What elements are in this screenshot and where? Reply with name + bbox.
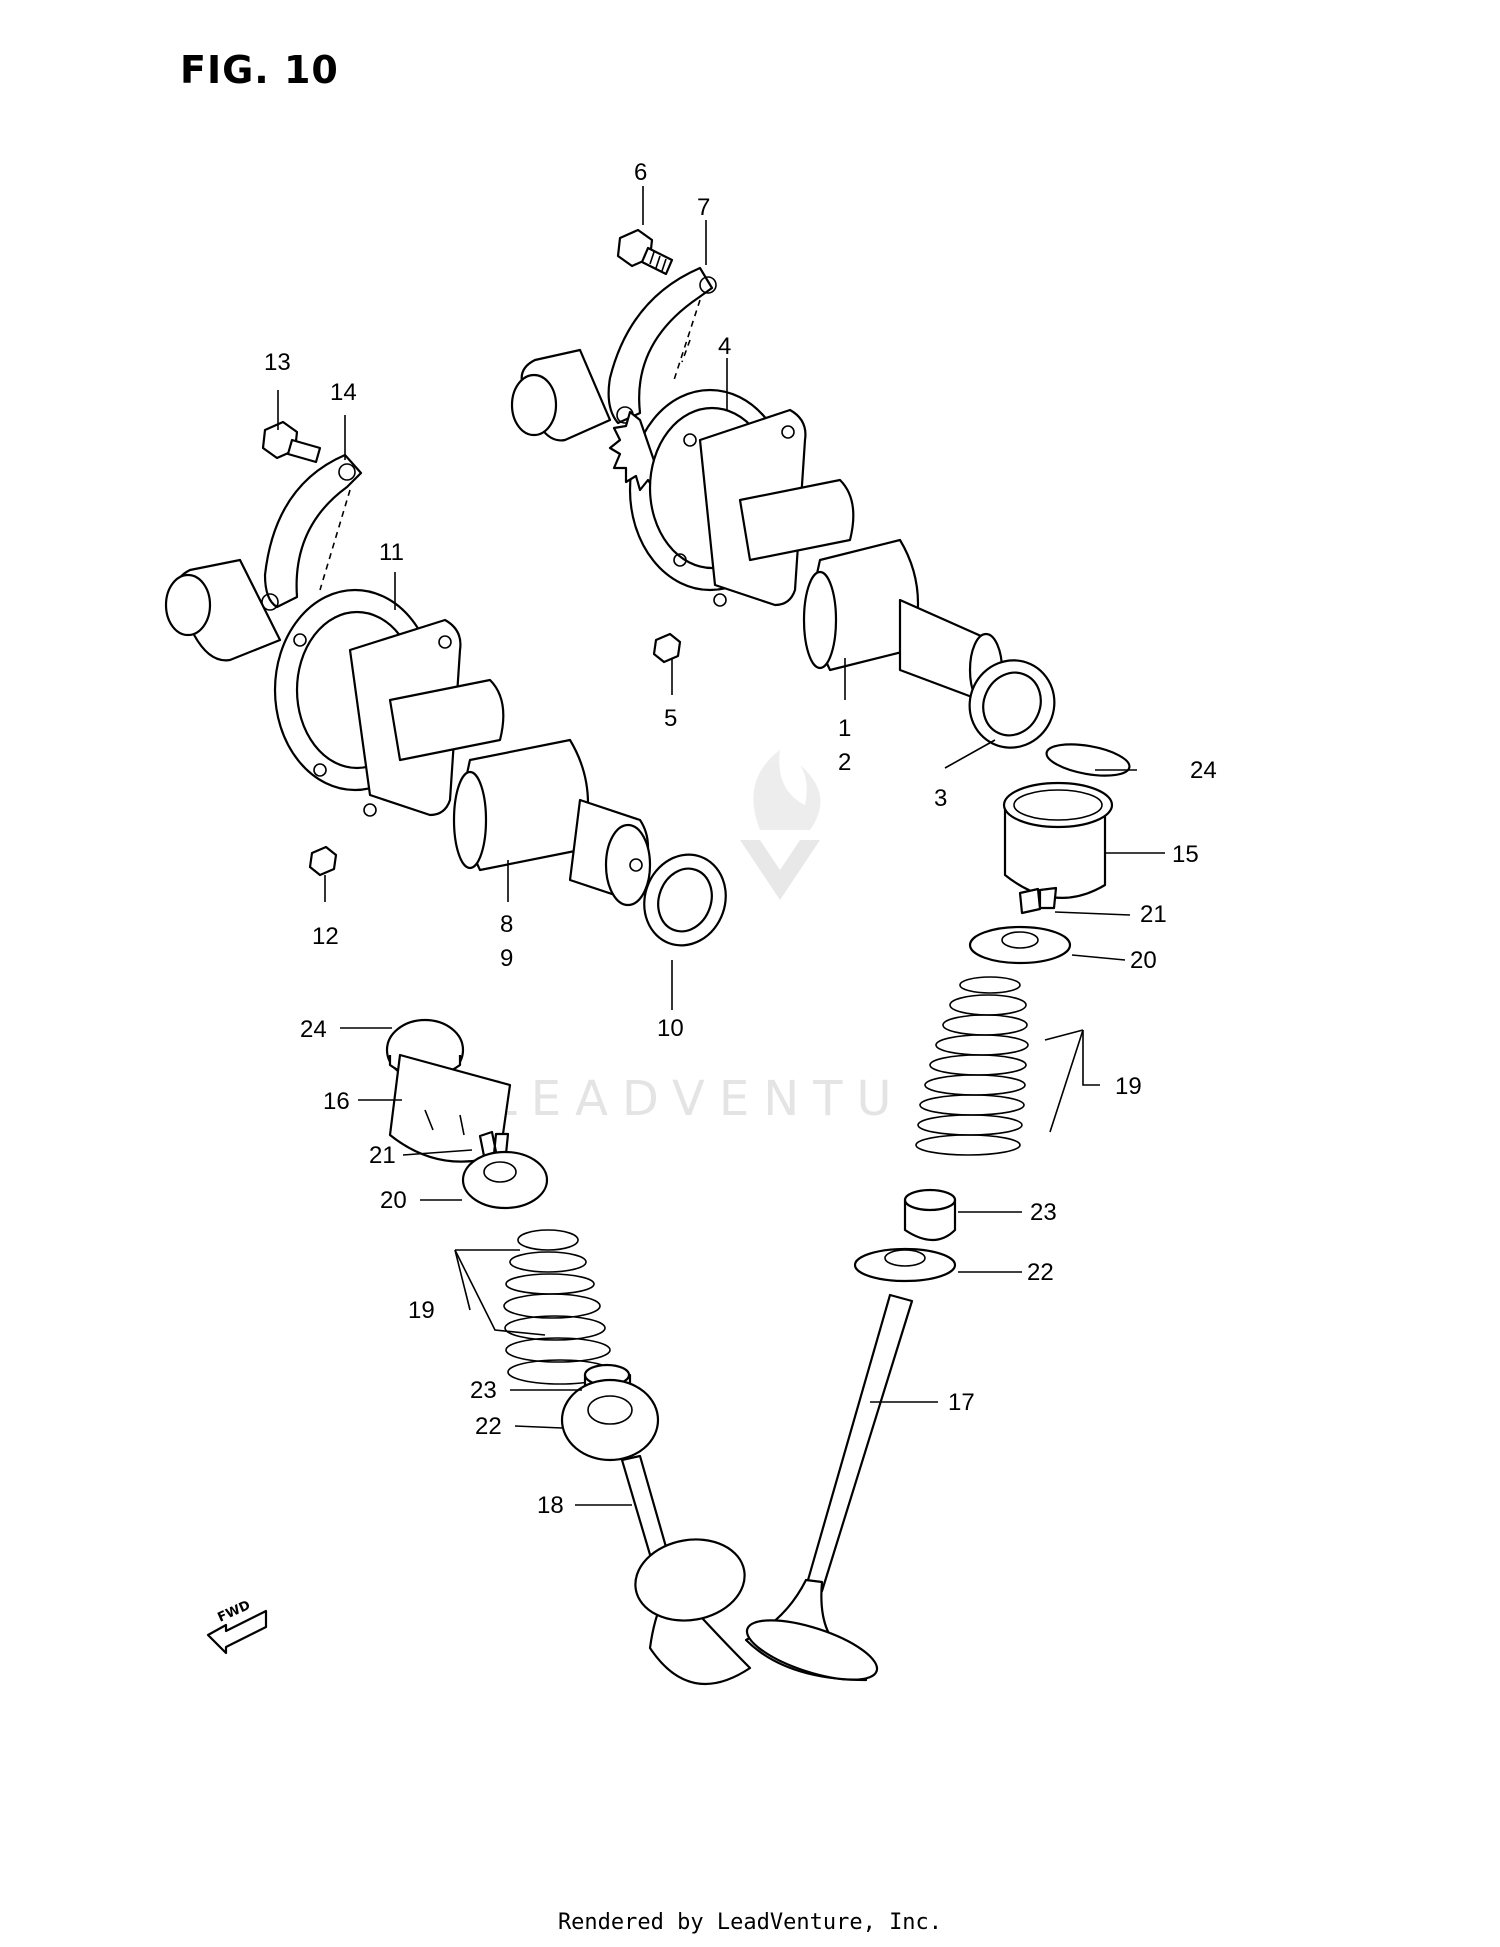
watermark: LEADVENTU: [490, 750, 906, 1127]
callout-1: 1: [838, 715, 851, 742]
leader-lines: [277, 186, 1165, 1506]
watermark-text: LEADVENTU: [490, 1071, 906, 1127]
callout-15: 15: [1172, 841, 1199, 868]
valve-stack-left: [385, 1018, 752, 1686]
callout-6: 6: [634, 159, 647, 186]
cotter-21-right: [1018, 886, 1058, 915]
callout-10: 10: [657, 1015, 684, 1042]
callout-13: 13: [264, 349, 291, 376]
tappet-15: [1002, 781, 1114, 899]
callout-18: 18: [537, 1492, 564, 1519]
fwd-marker: FWD: [206, 1598, 268, 1655]
exhaust-valve-17: [744, 1293, 914, 1682]
callout-5: 5: [664, 705, 677, 732]
callout-23-left: 23: [470, 1377, 497, 1404]
spring-retainer-20-left: [461, 1150, 549, 1210]
cam-holder-14: [263, 453, 363, 609]
bolt-6: [616, 228, 674, 276]
callout-22-left: 22: [475, 1413, 502, 1440]
callout-23-right: 23: [1030, 1199, 1057, 1226]
callout-2: 2: [838, 749, 851, 776]
bolt-13: [261, 420, 322, 464]
callout-21-left: 21: [369, 1142, 396, 1169]
callout-17: 17: [948, 1389, 975, 1416]
callout-16: 16: [323, 1088, 350, 1115]
callout-11: 11: [379, 539, 404, 566]
callout-24-left: 24: [300, 1016, 327, 1043]
spring-seat-22-left: [560, 1378, 660, 1462]
callout-7: 7: [697, 194, 710, 221]
cam-holder-7: [607, 266, 714, 425]
callout-8: 8: [500, 911, 513, 938]
dowel-pin-12: [308, 845, 338, 877]
figure-title: FIG. 10: [180, 48, 339, 92]
callout-9: 9: [500, 945, 513, 972]
callout-12: 12: [312, 923, 339, 950]
callout-3: 3: [934, 785, 947, 812]
spring-retainer-20-right: [968, 925, 1072, 965]
callout-19-right: 19: [1115, 1073, 1142, 1100]
shim-24-right: [1045, 743, 1131, 777]
dowel-pin-5: [652, 632, 682, 664]
valve-stack-right: [744, 743, 1131, 1682]
callout-20-left: 20: [380, 1187, 407, 1214]
camshaft-assembly-lower: [164, 420, 727, 947]
spring-seat-22-right: [853, 1247, 957, 1283]
valve-seal-23-right: [903, 1188, 957, 1242]
callout-4: 4: [718, 333, 731, 360]
callout-21-right: 21: [1140, 901, 1167, 928]
valve-spring-19-left: [503, 1229, 613, 1385]
footer-credit: Rendered by LeadVenture, Inc.: [557, 1910, 943, 1935]
callout-14: 14: [330, 379, 357, 406]
callout-labels: 6 7 4 1 2 5 3 24 15 21 20 19 23 22 17 13…: [264, 159, 1217, 1519]
thrust-washer-10: [643, 853, 727, 947]
callout-19-left: 19: [408, 1297, 435, 1324]
callout-24-right: 24: [1190, 757, 1217, 784]
intake-valve-18: [620, 1454, 752, 1686]
valve-spring-19-right: [915, 976, 1029, 1156]
callout-20-right: 20: [1130, 947, 1157, 974]
thrust-washer-3: [968, 659, 1056, 749]
camshaft-assembly-upper: [510, 228, 1056, 749]
callout-22-right: 22: [1027, 1259, 1054, 1286]
